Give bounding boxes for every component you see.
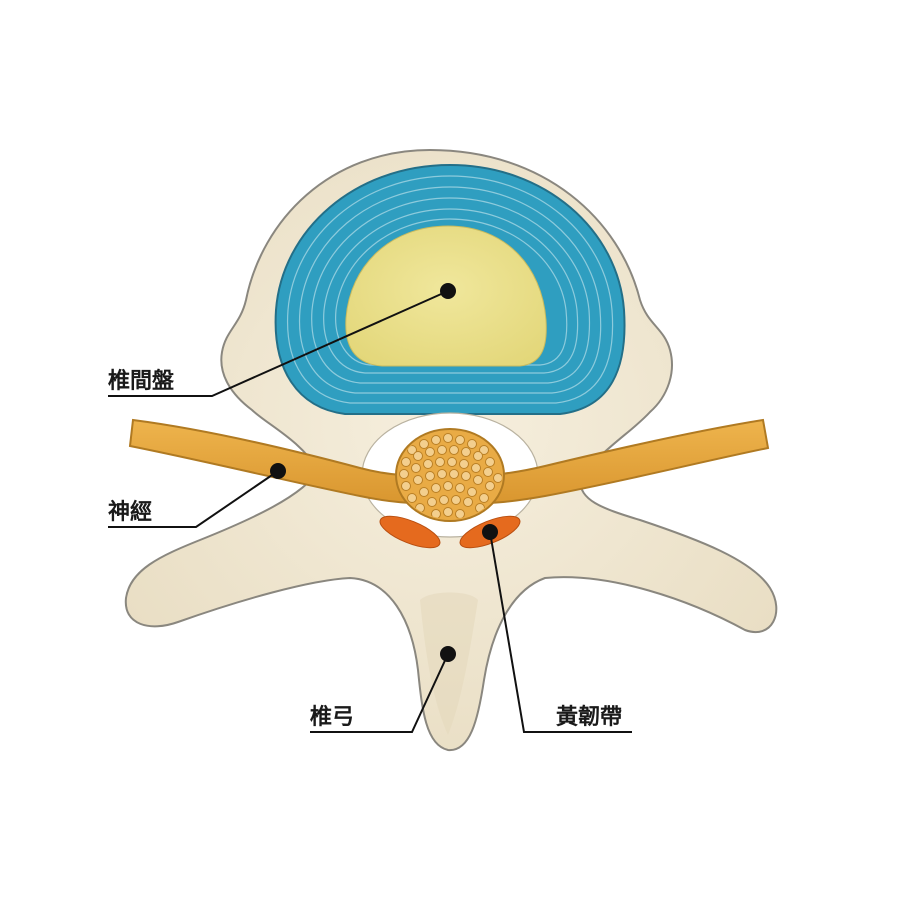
leader-line-ligament (489, 531, 632, 733)
label-lamina: 椎弓 (310, 704, 354, 730)
leader-line-disc (108, 290, 449, 397)
lamina-shading (420, 592, 478, 735)
pointer-dot-ligament (482, 524, 498, 540)
label-nerve: 神經 (108, 499, 152, 525)
nerve-fibers (399, 433, 502, 519)
nerve-root (128, 418, 770, 506)
ligamentum-flavum-left (379, 515, 441, 549)
leader-line-nerve (108, 470, 279, 528)
pointer-dot-disc (440, 283, 456, 299)
pointer-dot-lamina (440, 646, 456, 662)
label-ligament: 黃韌帶 (556, 704, 622, 730)
label-disc: 椎間盤 (108, 368, 175, 394)
pointer-dot-nerve (270, 463, 286, 479)
leader-line-lamina (310, 653, 449, 733)
